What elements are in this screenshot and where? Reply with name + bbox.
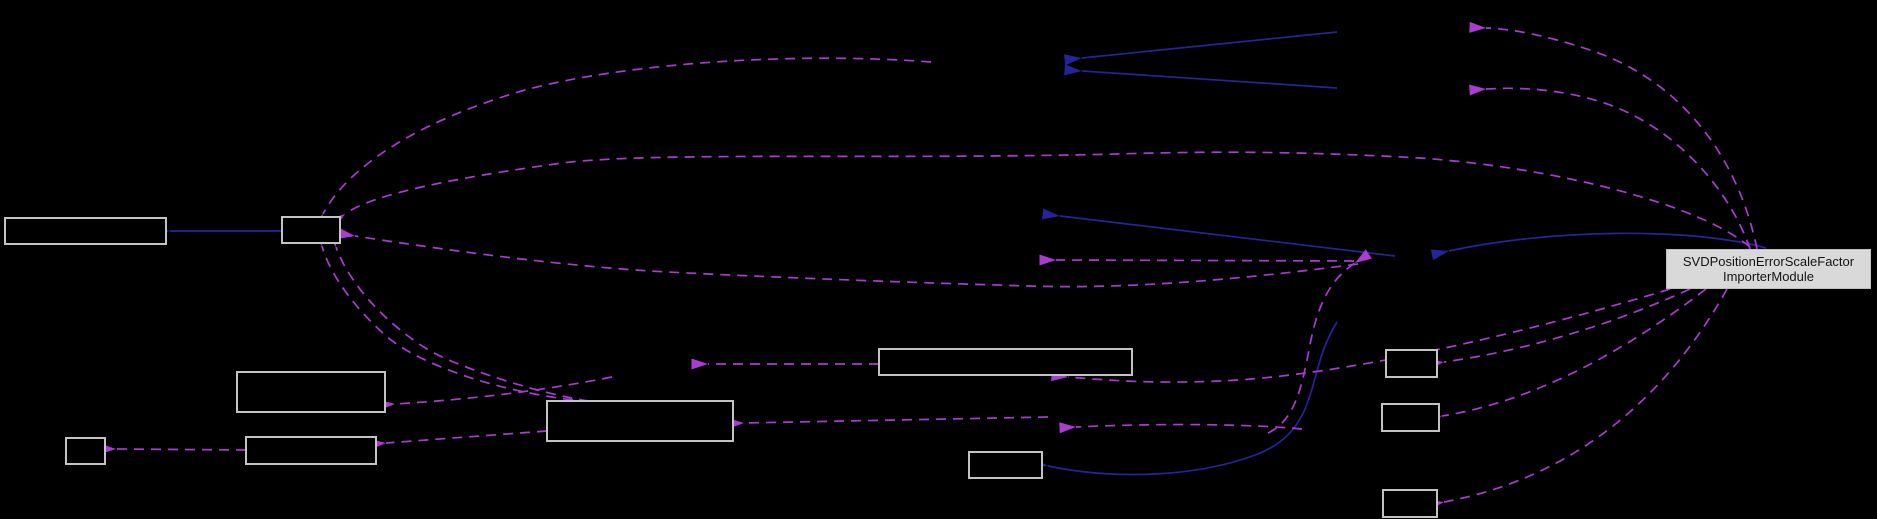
edge-mx-left <box>1039 254 1355 266</box>
edge-blue-to-h <box>1029 321 1338 476</box>
edge-blue-mid <box>1041 208 1396 257</box>
edge-main-to-g <box>1051 288 1671 383</box>
edge-main-top-2 <box>1469 84 1751 250</box>
edge-m1-to-b-top <box>310 57 932 232</box>
nodes-layer <box>4 216 1440 518</box>
edge-m3-to-b-right <box>337 228 1359 288</box>
edge-blue-main-arc <box>1430 232 1767 261</box>
edge-blue-top-1 <box>1064 31 1338 66</box>
main-node-label-line2: ImporterModule <box>1722 269 1815 284</box>
edge-main-top-1 <box>1469 21 1758 250</box>
node-r2[interactable] <box>1381 403 1440 432</box>
node-f[interactable] <box>546 400 734 442</box>
edge-m8-left <box>1059 422 1303 434</box>
edge-m4-up-right <box>1267 249 1372 434</box>
node-e[interactable] <box>245 436 377 465</box>
node-g[interactable] <box>878 348 1133 376</box>
node-h[interactable] <box>968 451 1043 479</box>
node-d[interactable] <box>65 437 106 465</box>
main-node-svdpositionerrorscalefactorimportermodule[interactable]: SVDPositionErrorScaleFactor ImporterModu… <box>1666 249 1871 289</box>
edge-to-f-right <box>727 416 1049 429</box>
node-a[interactable] <box>4 217 167 245</box>
edge-f-to-e <box>369 430 548 450</box>
edge-to-c-right <box>378 376 613 411</box>
node-r3[interactable] <box>1382 489 1438 518</box>
edge-blue-top-2 <box>1064 64 1338 89</box>
node-c[interactable] <box>236 371 386 413</box>
edge-main-to-b-top <box>328 151 1751 248</box>
edge-e-to-d <box>99 443 247 455</box>
edge-main-to-r1 <box>1426 288 1691 370</box>
edges-layer <box>99 21 1767 511</box>
main-node-label-line1: SVDPositionErrorScaleFactor <box>1682 254 1855 269</box>
edge-main-to-r2 <box>1424 288 1707 425</box>
node-b[interactable] <box>281 216 341 244</box>
edge-main-to-r3 <box>1426 288 1728 511</box>
node-r1[interactable] <box>1385 349 1438 378</box>
edge-f-to-b-1 <box>312 228 574 401</box>
